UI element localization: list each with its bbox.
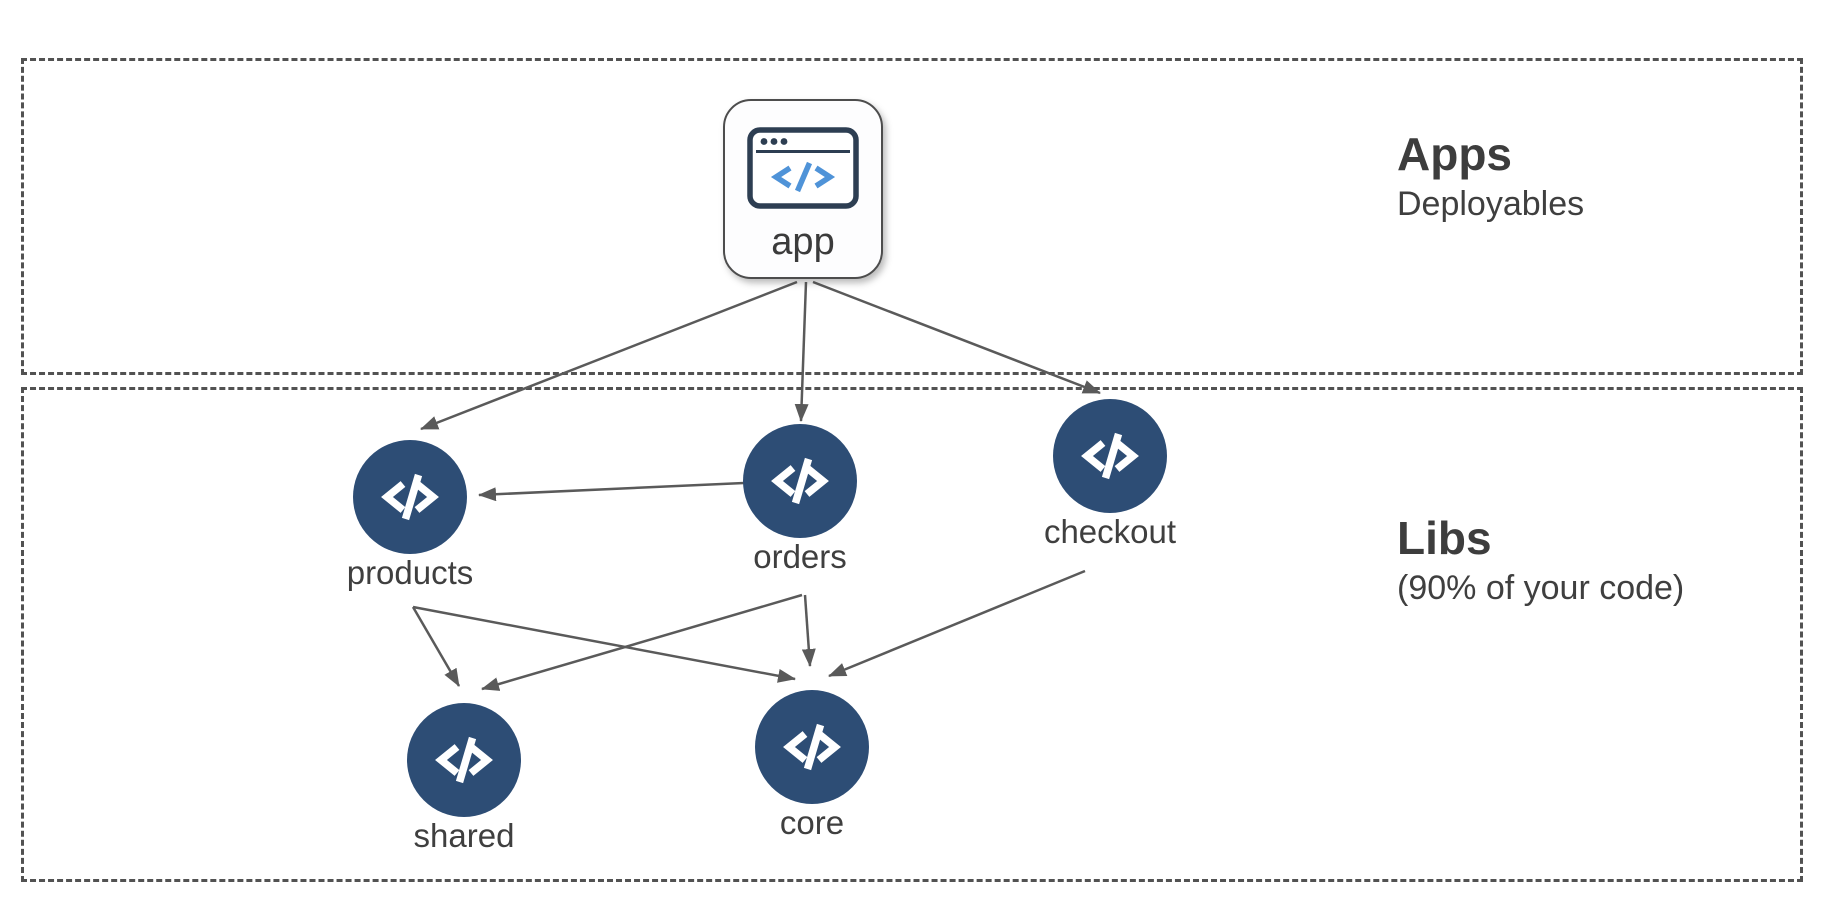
node-shared-label: shared xyxy=(413,817,515,854)
node-checkout-label: checkout xyxy=(1043,513,1177,550)
node-orders-label: orders xyxy=(753,538,847,575)
browser-code-icon xyxy=(747,127,859,209)
apps-subtitle: Deployables xyxy=(1397,185,1585,224)
libs-section-label: Libs (90% of your code) xyxy=(1397,514,1684,608)
node-checkout: checkout xyxy=(1044,399,1176,548)
code-icon xyxy=(1053,399,1167,513)
node-orders: orders xyxy=(743,424,857,573)
node-products-label: products xyxy=(346,554,474,591)
apps-title: Apps xyxy=(1397,128,1512,180)
node-app: app xyxy=(723,99,883,279)
code-icon xyxy=(743,424,857,538)
libs-section-box xyxy=(21,387,1803,882)
node-products: products xyxy=(347,440,473,589)
node-shared: shared xyxy=(407,703,521,852)
code-icon xyxy=(407,703,521,817)
code-icon xyxy=(353,440,467,554)
libs-title: Libs xyxy=(1397,512,1492,564)
node-core: core xyxy=(755,690,869,839)
node-app-label: app xyxy=(771,221,835,263)
code-icon xyxy=(755,690,869,804)
node-core-label: core xyxy=(779,804,845,841)
libs-subtitle: (90% of your code) xyxy=(1397,569,1685,608)
apps-section-label: Apps Deployables xyxy=(1397,130,1584,224)
